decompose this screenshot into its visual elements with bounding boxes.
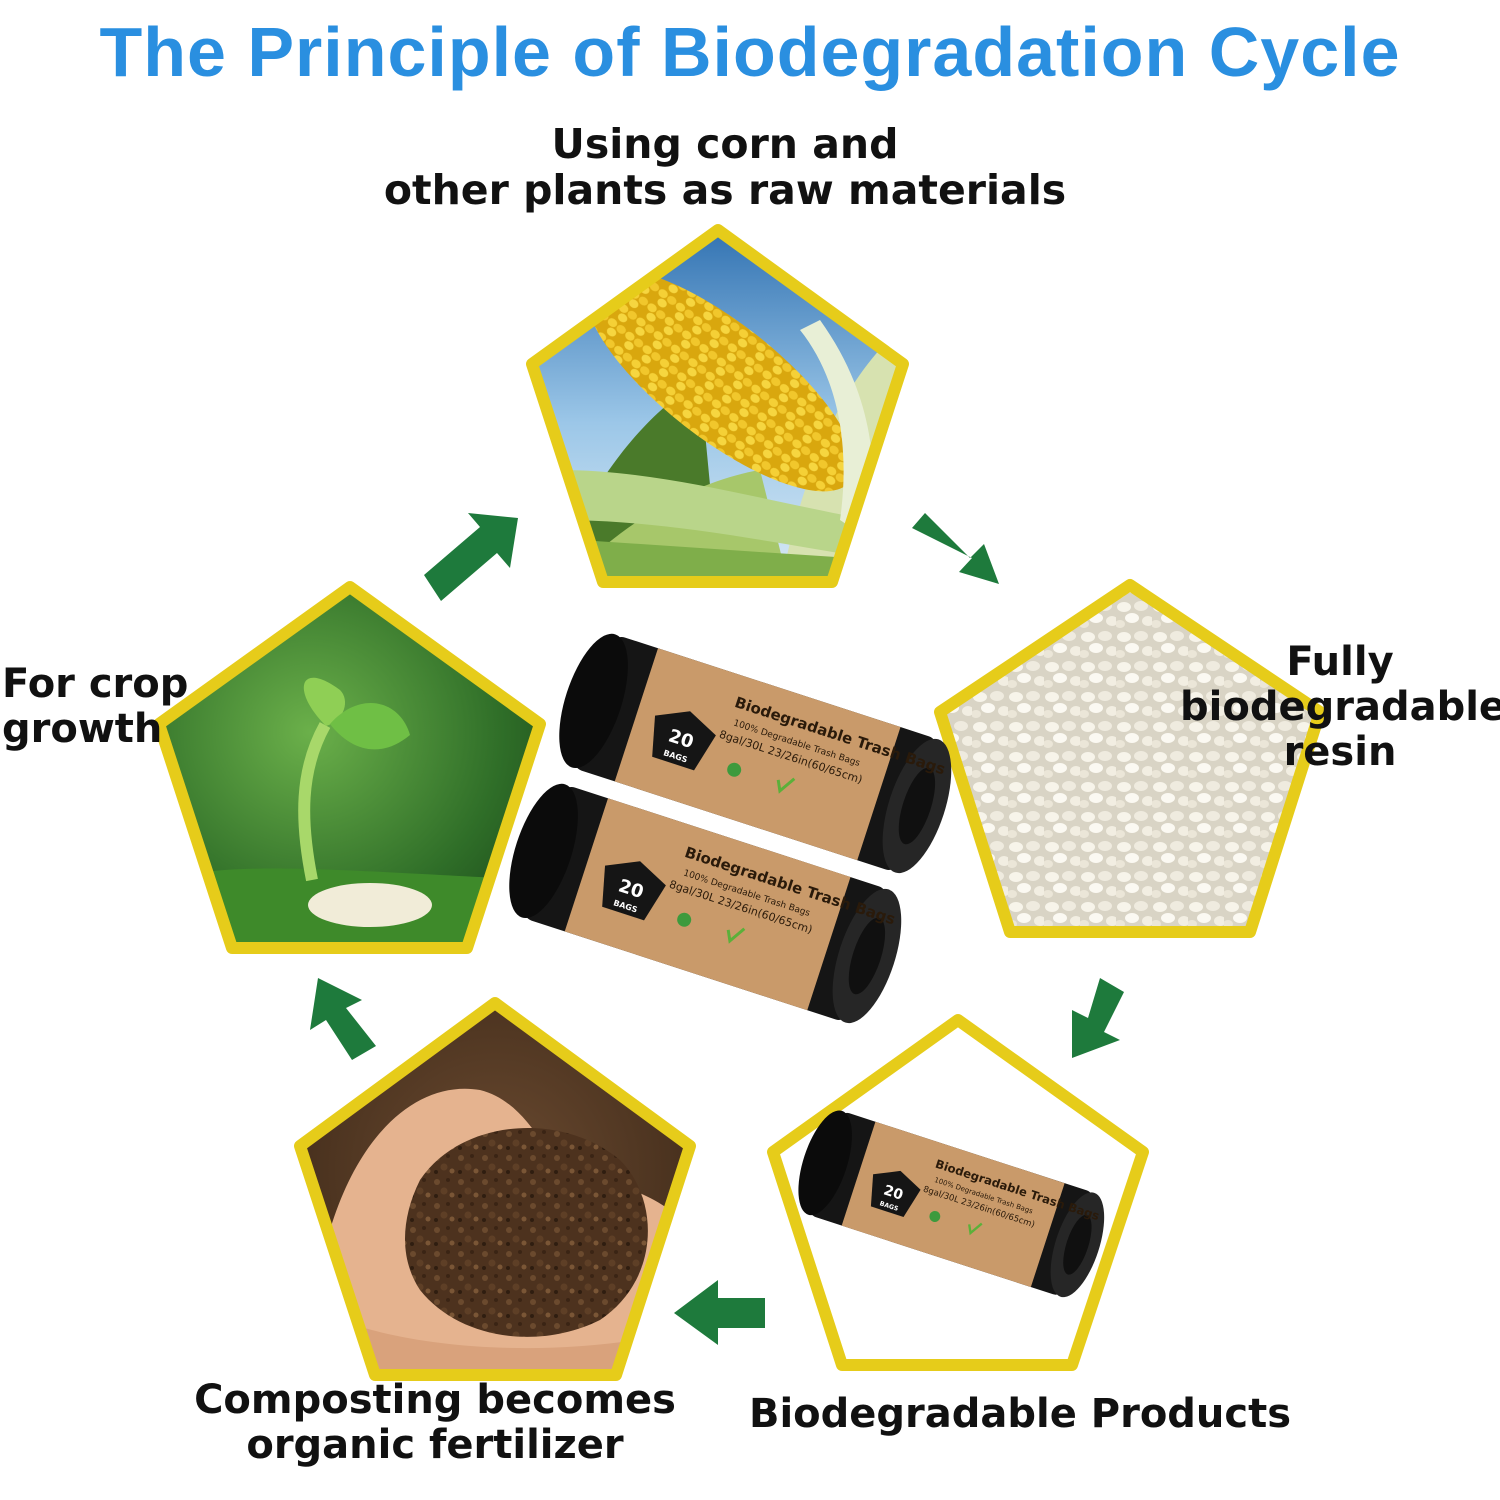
stage-products-label: Biodegradable Products: [740, 1392, 1300, 1437]
stage-resin-label: Fully biodegradable resin: [1180, 640, 1500, 774]
check-leaf-icon: [726, 927, 746, 944]
stage-compost-text: Composting becomes organic fertilizer: [194, 1377, 676, 1468]
pentagon-bottom-left: [294, 997, 696, 1381]
check-leaf-icon: [776, 777, 796, 794]
pentagon-left: [153, 581, 546, 954]
check-leaf-icon: [968, 1222, 983, 1236]
bag-count-badge: 20: [882, 1182, 906, 1203]
cycle-arrows: [310, 513, 1124, 1345]
stage-raw-materials-label: Using corn and other plants as raw mater…: [360, 120, 1090, 214]
stage-raw-materials-text: Using corn and other plants as raw mater…: [383, 120, 1067, 214]
stage-resin-text: Fully biodegradable resin: [1180, 639, 1500, 775]
pentagon-top: [526, 224, 909, 588]
sprout-image: [159, 587, 540, 948]
arrow-corn-to-resin: [912, 513, 999, 584]
recycle-icon: [929, 1211, 941, 1222]
recycle-icon: [677, 912, 692, 927]
stage-crop-label: For crop growth: [2, 662, 262, 752]
recycle-icon: [727, 762, 742, 777]
corn-image: [532, 230, 903, 582]
arrow-compost-to-crop: [310, 978, 376, 1060]
arrow-crop-to-corn: [424, 513, 518, 601]
arrow-product-to-compost: [674, 1280, 765, 1345]
trash-bag-roll-center-bottom: 20 BAGS Biodegradable Trash Bags 100% De…: [509, 783, 902, 1024]
pentagon-right: [934, 579, 1326, 938]
page-title: The Principle of Biodegradation Cycle: [99, 13, 1401, 91]
stage-crop-text: For crop growth: [2, 661, 189, 752]
stage-products-text: Biodegradable Products: [748, 1391, 1292, 1437]
stage-compost-label: Composting becomes organic fertilizer: [170, 1378, 700, 1468]
arrow-resin-to-product: [1072, 978, 1124, 1058]
